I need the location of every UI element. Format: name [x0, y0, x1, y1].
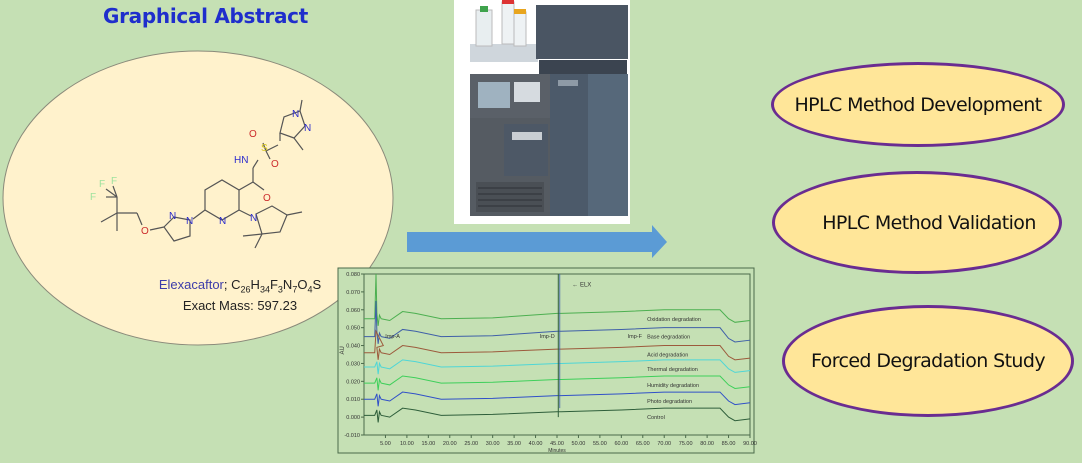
svg-text:Thermal degradation: Thermal degradation [647, 367, 698, 373]
svg-text:-0.010: -0.010 [344, 433, 360, 439]
svg-text:75.00: 75.00 [679, 441, 693, 447]
page-title: Graphical Abstract [103, 4, 308, 28]
svg-text:Imp-D: Imp-D [540, 334, 555, 340]
oval-method-development: HPLC Method Development [771, 62, 1065, 147]
svg-text:0.080: 0.080 [346, 272, 360, 278]
atom-n: N [219, 216, 226, 227]
svg-text:Imp-A: Imp-A [385, 334, 400, 340]
svg-text:55.00: 55.00 [593, 441, 607, 447]
oval-forced-degradation: Forced Degradation Study [782, 305, 1074, 417]
svg-text:0.070: 0.070 [346, 290, 360, 296]
svg-text:35.00: 35.00 [507, 441, 521, 447]
svg-text:Base degradation: Base degradation [647, 335, 690, 341]
svg-text:Oxidation degradation: Oxidation degradation [647, 317, 701, 323]
compound-name: Elexacaftor [158, 277, 224, 292]
svg-text:85.00: 85.00 [722, 441, 736, 447]
atom-f: F [99, 179, 105, 190]
hplc-instrument-image [454, 0, 630, 224]
svg-text:Humidity degradation: Humidity degradation [647, 383, 699, 389]
svg-text:0.040: 0.040 [346, 344, 360, 350]
svg-text:15.00: 15.00 [421, 441, 435, 447]
atom-n: N [169, 211, 176, 222]
svg-text:Photo degradation: Photo degradation [647, 399, 692, 405]
atom-o: O [141, 226, 149, 237]
atom-o: O [271, 159, 279, 170]
oval-method-validation: HPLC Method Validation [772, 171, 1062, 274]
svg-text:0.050: 0.050 [346, 326, 360, 332]
svg-text:80.00: 80.00 [700, 441, 714, 447]
svg-text:0.030: 0.030 [346, 361, 360, 367]
svg-text:Control: Control [647, 415, 665, 421]
svg-text:70.00: 70.00 [657, 441, 671, 447]
svg-text:AU: AU [340, 346, 346, 354]
atom-f: F [90, 192, 96, 203]
svg-text:30.00: 30.00 [486, 441, 500, 447]
compound-caption: Elexacaftor; C26H34F3N7O4S Exact Mass: 5… [140, 277, 340, 314]
atom-s: S [261, 143, 268, 154]
svg-text:65.00: 65.00 [636, 441, 650, 447]
svg-text:5.00: 5.00 [380, 441, 391, 447]
svg-text:0.000: 0.000 [346, 415, 360, 421]
svg-text:50.00: 50.00 [572, 441, 586, 447]
svg-text:40.00: 40.00 [529, 441, 543, 447]
atom-n: N [250, 213, 257, 224]
atom-n: N [292, 109, 299, 120]
compound-formula: C26H34F3N7O4S [231, 277, 322, 295]
right-arrow-icon [407, 225, 667, 258]
atom-o: O [249, 129, 257, 140]
svg-text:90.00: 90.00 [743, 441, 757, 447]
svg-text:20.00: 20.00 [443, 441, 457, 447]
svg-text:10.00: 10.00 [400, 441, 414, 447]
svg-text:0.060: 0.060 [346, 308, 360, 314]
svg-text:45.00: 45.00 [550, 441, 564, 447]
chromatogram-chart: 0.080 0.070 0.060 0.050 0.040 0.030 0.020 0.010… [337, 267, 757, 454]
chemical-structure [100, 99, 306, 249]
exact-mass: Exact Mass: 597.23 [182, 297, 298, 313]
svg-text:0.010: 0.010 [346, 397, 360, 403]
atom-n: N [304, 123, 311, 134]
svg-text:60.00: 60.00 [614, 441, 628, 447]
atom-f: F [111, 176, 117, 187]
svg-text:Imp-F: Imp-F [628, 334, 643, 340]
atom-n: N [186, 216, 193, 227]
svg-text:25.00: 25.00 [464, 441, 478, 447]
atom-nh: HN [234, 155, 248, 166]
svg-text:0.020: 0.020 [346, 379, 360, 385]
atom-o: O [263, 193, 271, 204]
svg-text:Acid degradation: Acid degradation [647, 353, 688, 359]
svg-text:← ELX: ← ELX [572, 283, 591, 289]
compound-ellipse: F F F O N N N N O HN S O O N N [2, 50, 394, 346]
svg-text:Minutes: Minutes [548, 448, 566, 454]
